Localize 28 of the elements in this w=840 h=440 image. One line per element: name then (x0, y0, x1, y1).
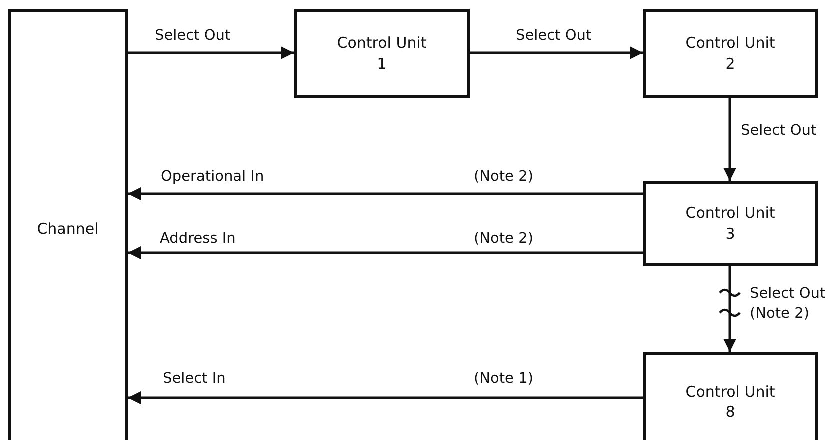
arrow (128, 392, 643, 404)
arrow (470, 46, 643, 60)
edge-label: Select Out (741, 124, 817, 138)
arrow (128, 46, 294, 60)
note-label: (Note 1) (474, 372, 534, 386)
note-label: (Note 2) (474, 170, 534, 184)
box-label: Control Unit 1 (337, 33, 427, 74)
box-label: Control Unit 3 (686, 203, 776, 244)
process-box (643, 352, 818, 440)
box-label: Control Unit 2 (686, 33, 776, 74)
process-box (294, 9, 470, 98)
edge-label: Address In (160, 232, 236, 246)
process-box (8, 9, 128, 440)
edge-label: Operational In (161, 170, 264, 184)
arrow (128, 188, 643, 200)
arrow (724, 98, 736, 181)
note-label: (Note 2) (750, 307, 810, 322)
note-label: (Note 2) (474, 232, 534, 246)
arrow (128, 246, 643, 260)
box-label: Channel (37, 218, 99, 240)
process-box (643, 9, 818, 98)
edge-label: Select Out (155, 29, 231, 44)
edge-label: Select In (163, 372, 226, 386)
edge-label: Select Out (750, 287, 826, 302)
box-label: Control Unit 8 (686, 382, 776, 422)
process-box (643, 181, 818, 266)
edge-label: Select Out (516, 29, 592, 44)
arrow (724, 266, 736, 352)
